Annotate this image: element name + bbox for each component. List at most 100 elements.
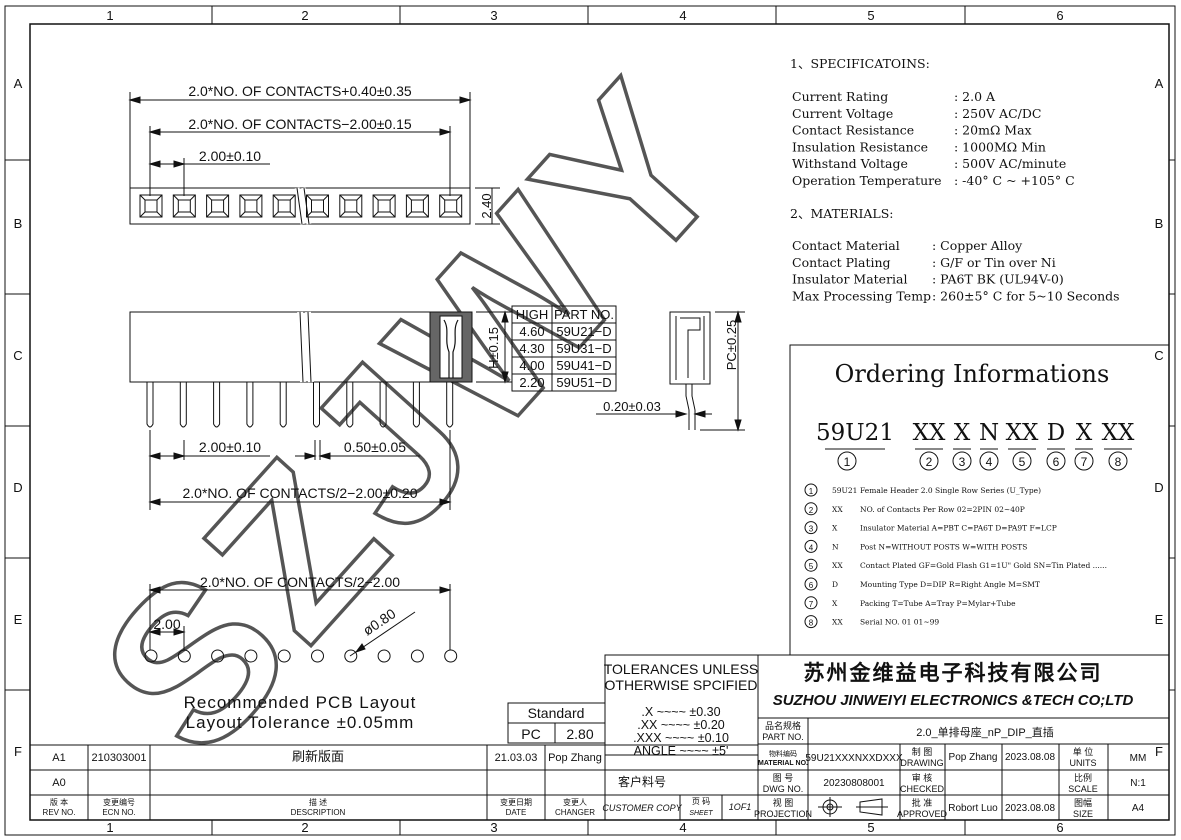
zone-row-right: D <box>1154 480 1163 495</box>
dim-height: 2.40 <box>479 193 494 218</box>
tolerance-title-1: TOLERANCES UNLESS <box>604 661 759 677</box>
tolerance-line: .XX ~~~~ ±0.20 <box>637 718 725 732</box>
legend-code: D <box>832 580 838 589</box>
contact-cavity-inner <box>410 199 424 213</box>
pcb-hole <box>144 649 158 663</box>
material-label-cn: 物料编码 <box>769 749 797 758</box>
spec-value: : -40° C ~ +105° C <box>954 173 1075 188</box>
revision-cell: 刷新版面 <box>292 749 344 764</box>
tolerance-lines: .X ~~~~ ±0.30.XX ~~~~ ±0.20.XXX ~~~~ ±0.… <box>633 705 729 758</box>
dwg-no: 20230808001 <box>823 778 885 789</box>
ordering-marker <box>1012 451 1032 471</box>
ordering-code-segment: X <box>954 420 971 446</box>
ordering-marker-number: 2 <box>926 455 933 469</box>
contact-cavity-inner <box>244 199 258 213</box>
pcb-hole <box>244 649 258 663</box>
dim-row-length: 2.0*NO. OF CONTACTS/2−2.00±0.20 <box>182 485 417 501</box>
zone-row-left: E <box>14 612 23 627</box>
ordering-code-segment: D <box>1047 420 1065 446</box>
revision-cell: 21.03.03 <box>495 752 538 764</box>
zone-column-top: 1 <box>106 8 113 23</box>
part-table-header: PART NO. <box>554 307 614 322</box>
ordering-marker-number: 3 <box>959 455 966 469</box>
contact-cavity <box>372 194 396 218</box>
material-label: Contact Material <box>792 238 900 253</box>
contact-cavity-inner <box>144 199 158 213</box>
projection-symbol <box>818 797 888 817</box>
pin <box>379 382 387 428</box>
zone-column-bottom: 6 <box>1056 820 1063 835</box>
part-table-value: 4.00 <box>519 358 544 373</box>
ordering-marker <box>1108 451 1128 471</box>
zone-column-bottom: 5 <box>867 820 874 835</box>
tolerance-line: ANGLE ~~~~ ±5' <box>634 744 729 758</box>
zone-row-left: B <box>14 216 23 231</box>
zone-column-top: 3 <box>490 8 497 23</box>
zone-row-left: D <box>13 480 22 495</box>
pin <box>279 382 287 428</box>
units-value: MM <box>1130 753 1147 764</box>
tolerance-line: .XXX ~~~~ ±0.10 <box>633 731 729 745</box>
pin <box>446 382 454 428</box>
zone-row-left: C <box>13 348 22 363</box>
ordering-marker-number: 1 <box>844 455 851 469</box>
scale-label-cn: 比例 <box>1074 772 1092 783</box>
contact-cavity <box>339 194 363 218</box>
zone-row-right: A <box>1155 76 1164 91</box>
material-value: : PA6T BK (UL94V-0) <box>932 272 1064 287</box>
spec-label: Insulation Resistance <box>792 139 928 154</box>
standard-key: PC <box>521 726 540 742</box>
legend-code: N <box>832 542 839 551</box>
ordering-marker <box>979 451 999 471</box>
material-value: : Copper Alloy <box>932 238 1023 253</box>
ordering-title: Ordering Informations <box>835 360 1110 388</box>
pcb-hole <box>311 649 324 663</box>
legend-description: Insulator Material A=PBT C=PA6T D=PA9T F… <box>860 524 1057 533</box>
spec-label: Current Rating <box>792 89 888 104</box>
ordering-marker <box>837 451 857 471</box>
checked-label-en: CHECKED <box>900 784 945 794</box>
material-label: Insulator Material <box>792 272 908 287</box>
revision-header-en: ECN NO. <box>102 808 135 817</box>
part-table-value: 4.60 <box>519 324 544 339</box>
projection-label-cn: 视 图 <box>773 797 794 808</box>
header-body-top <box>129 187 471 225</box>
part-table-value: 59U21−D <box>556 324 611 339</box>
revision-header-cn: 变更人 <box>563 797 587 807</box>
ordering-panel: Ordering Informations 59U211XX2X3N4XX5D6… <box>789 344 1170 656</box>
revision-header-en: DATE <box>506 808 527 817</box>
dim-h-tolerance: H±0.15 <box>486 327 501 369</box>
zone-column-bottom: 2 <box>301 820 308 835</box>
dim-pitch-length: 2.0*NO. OF CONTACTS−2.00±0.15 <box>188 116 412 132</box>
tolerance-line: .X ~~~~ ±0.30 <box>641 705 720 719</box>
top-view <box>128 92 500 225</box>
zone-column-top: 5 <box>867 8 874 23</box>
part-table-value: 59U41−D <box>556 358 611 373</box>
front-view <box>129 310 512 510</box>
size-label-en: SIZE <box>1073 809 1093 819</box>
revision-header-cn: 版 本 <box>50 797 68 807</box>
units-label-en: UNITS <box>1070 758 1097 768</box>
ordering-marker <box>1046 451 1066 471</box>
sheet-value: 1OF1 <box>729 802 752 812</box>
projection-label-en: PROJECTION <box>754 809 812 819</box>
contact-cavity <box>206 194 230 218</box>
spec-title: 1、SPECIFICATOINS: <box>790 56 930 71</box>
revision-header-cn: 变更编号 <box>103 797 135 807</box>
revision-cell: A0 <box>52 777 65 789</box>
ordering-code-segment: X <box>1076 420 1093 446</box>
zone-column-top: 4 <box>679 8 686 23</box>
ordering-marker <box>952 451 972 471</box>
spec-value: : 250V AC/DC <box>954 106 1041 121</box>
pins <box>146 382 454 428</box>
drawing-label-cn: 制 图 <box>912 746 933 757</box>
drawing-date: 2023.08.08 <box>1005 752 1055 763</box>
approved-by: Robort Luo <box>948 803 998 814</box>
legend-code: X <box>832 524 838 533</box>
spec-label: Operation Temperature <box>792 173 942 188</box>
legend-number: 1 <box>809 487 814 496</box>
zone-row-left: F <box>14 744 22 759</box>
legend-number: 8 <box>809 619 814 628</box>
